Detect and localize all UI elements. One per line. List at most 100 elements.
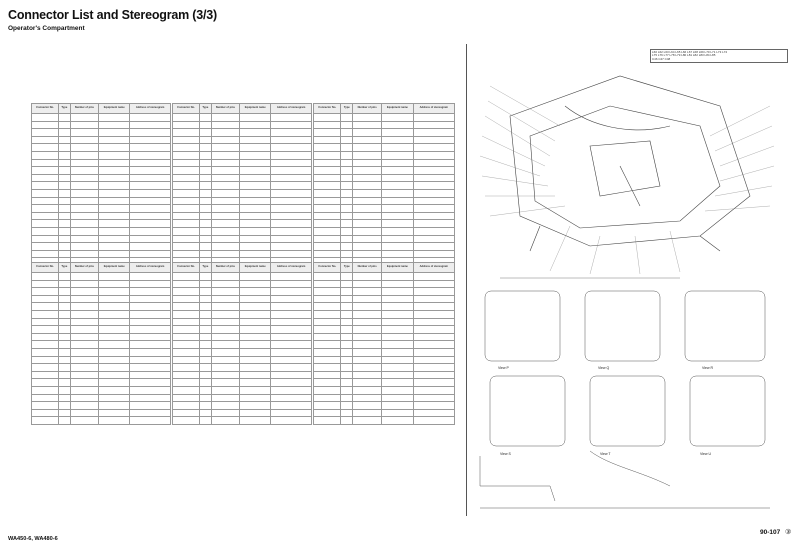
table-cell	[129, 332, 171, 342]
table-row	[30, 401, 171, 410]
table-row	[171, 249, 312, 259]
table-cell	[352, 128, 383, 137]
table-cell	[171, 143, 201, 152]
table-cell	[171, 188, 201, 198]
table-cell	[381, 401, 414, 410]
table-cell	[98, 325, 131, 334]
table-cell	[312, 272, 342, 281]
table-cell	[270, 150, 312, 160]
table-row	[30, 173, 171, 183]
table-cell	[210, 309, 241, 319]
table-cell	[352, 347, 383, 357]
table-cell	[412, 287, 456, 296]
table-cell	[239, 332, 272, 342]
table-cell	[210, 196, 241, 206]
table-cell	[30, 181, 60, 190]
table-cell	[270, 355, 312, 365]
table-cell	[352, 370, 383, 380]
table-cell	[352, 408, 383, 418]
table-cell	[239, 166, 272, 175]
table-cell	[30, 226, 60, 236]
col-equipment: Equipment name	[381, 103, 414, 114]
table-row	[171, 355, 312, 365]
table-cell	[171, 340, 201, 349]
table-cell	[171, 370, 201, 380]
table-cell	[412, 211, 456, 221]
table-cell	[312, 211, 342, 221]
table-cell	[312, 113, 342, 122]
table-cell	[171, 272, 201, 281]
table-cell	[199, 226, 212, 236]
table-cell	[171, 120, 201, 130]
table-cell	[381, 173, 414, 183]
table-row	[30, 143, 171, 152]
table-cell	[210, 393, 241, 403]
table-cell	[352, 272, 383, 281]
table-cell	[312, 363, 342, 372]
table-row	[312, 363, 456, 372]
table-cell	[30, 385, 60, 395]
table-cell	[69, 317, 100, 327]
table-cell	[381, 332, 414, 342]
table-body	[30, 272, 171, 425]
table-cell	[171, 211, 201, 221]
table-row	[30, 340, 171, 349]
table-cell	[171, 332, 201, 342]
table-cell	[270, 378, 312, 387]
table-cell	[30, 294, 60, 304]
table-cell	[58, 347, 71, 357]
table-cell	[199, 158, 212, 168]
table-row	[30, 219, 171, 228]
table-cell	[199, 234, 212, 244]
table-row	[30, 150, 171, 160]
table-row	[171, 128, 312, 137]
table-cell	[171, 128, 201, 137]
table-cell	[340, 150, 354, 160]
table-cell	[352, 294, 383, 304]
table-cell	[270, 416, 312, 425]
table-cell	[312, 378, 342, 387]
table-cell	[312, 143, 342, 152]
table-row	[171, 279, 312, 289]
table-cell	[352, 181, 383, 190]
table-cell	[381, 188, 414, 198]
table-cell	[239, 181, 272, 190]
table-cell	[340, 416, 354, 425]
table-cell	[210, 150, 241, 160]
table-cell	[210, 340, 241, 349]
table-cell	[239, 340, 272, 349]
table-cell	[340, 302, 354, 311]
table-row	[30, 204, 171, 213]
table-cell	[129, 370, 171, 380]
table-cell	[270, 120, 312, 130]
table-cell	[171, 378, 201, 387]
table-cell	[210, 120, 241, 130]
table-row	[171, 234, 312, 244]
table-row	[171, 378, 312, 387]
table-cell	[412, 166, 456, 175]
table-cell	[270, 128, 312, 137]
table-cell	[239, 287, 272, 296]
table-row	[171, 385, 312, 395]
table-cell	[210, 249, 241, 259]
table-cell	[58, 249, 71, 259]
table-row	[171, 363, 312, 372]
table-cell	[69, 287, 100, 296]
table-cell	[381, 219, 414, 228]
table-cell	[129, 166, 171, 175]
table-cell	[129, 340, 171, 349]
table-cell	[210, 158, 241, 168]
table-row	[30, 120, 171, 130]
col-connector-no: Connector No.	[312, 103, 342, 114]
table-cell	[98, 408, 131, 418]
table-cell	[412, 272, 456, 281]
table-cell	[412, 401, 456, 410]
table-cell	[58, 355, 71, 365]
table-cell	[210, 166, 241, 175]
table-cell	[352, 385, 383, 395]
table-cell	[381, 279, 414, 289]
table-row	[30, 113, 171, 122]
table-cell	[270, 340, 312, 349]
table-cell	[129, 242, 171, 251]
